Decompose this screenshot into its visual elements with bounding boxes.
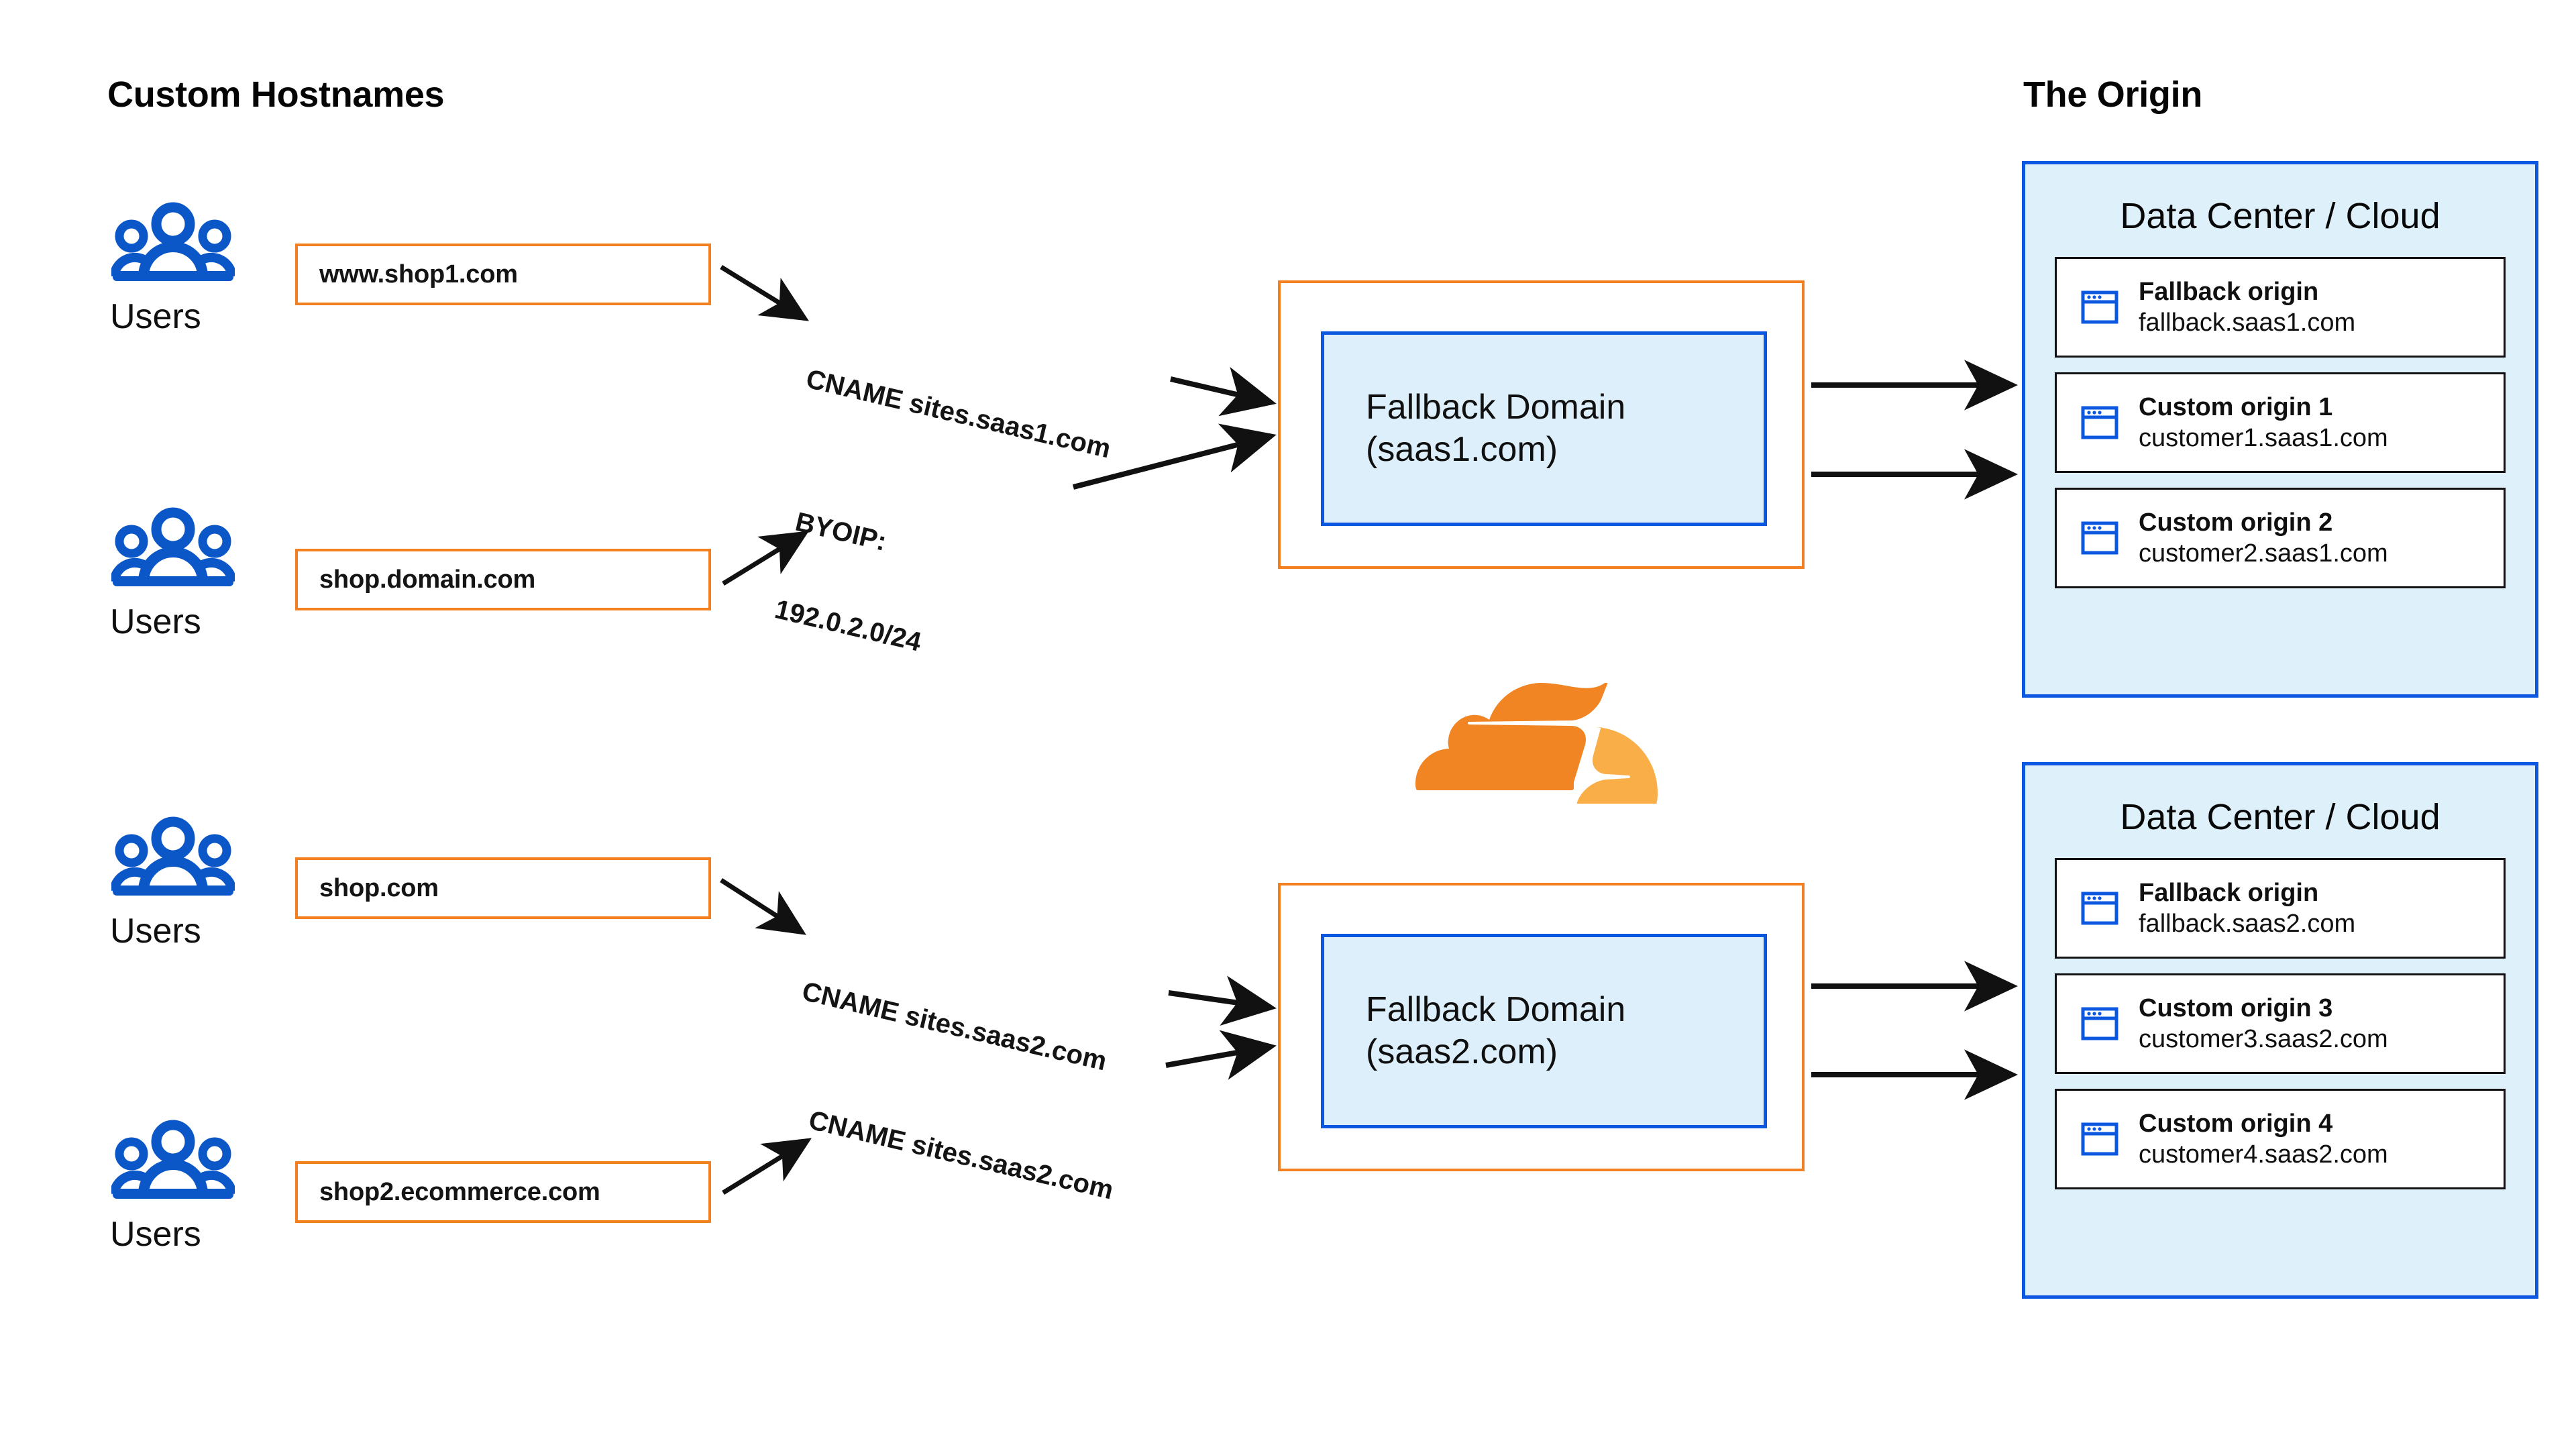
- origin-card-host: customer1.saas1.com: [2139, 424, 2388, 452]
- users-group: Users: [106, 816, 280, 951]
- origin-card[interactable]: Custom origin 1 customer1.saas1.com: [2055, 372, 2506, 473]
- users-group: Users: [106, 1119, 280, 1254]
- origin-panel-title: Data Center / Cloud: [2120, 196, 2440, 236]
- fallback-domain-box[interactable]: Fallback Domain (saas1.com): [1321, 331, 1767, 526]
- users-label: Users: [110, 1215, 201, 1254]
- origin-card[interactable]: Fallback origin fallback.saas1.com: [2055, 257, 2506, 358]
- connector-label-line: 192.0.2.0/24: [771, 594, 924, 657]
- users-icon: [111, 202, 235, 281]
- origin-card-text: Custom origin 2 customer2.saas1.com: [2139, 507, 2388, 570]
- fallback-domain-name: (saas2.com): [1366, 1032, 1558, 1071]
- users-icon: [111, 507, 235, 586]
- fallback-domain-container: Fallback Domain (saas2.com): [1278, 883, 1805, 1171]
- browser-window-icon: [2081, 521, 2118, 555]
- hostname-box[interactable]: shop.domain.com: [295, 549, 711, 610]
- users-group: Users: [106, 201, 280, 337]
- users-icon: [111, 816, 235, 896]
- hostname-box[interactable]: shop2.ecommerce.com: [295, 1161, 711, 1223]
- origin-card-name: Custom origin 3: [2139, 994, 2333, 1022]
- users-label: Users: [110, 602, 201, 641]
- browser-window-icon: [2081, 290, 2118, 324]
- origin-card-text: Custom origin 1 customer1.saas1.com: [2139, 392, 2388, 454]
- origin-card-name: Custom origin 2: [2139, 508, 2333, 537]
- origin-panel: Data Center / Cloud Fallback origin fall…: [2022, 762, 2538, 1299]
- origin-card-text: Fallback origin fallback.saas1.com: [2139, 276, 2355, 339]
- hostname-value: shop.com: [319, 873, 439, 902]
- fallback-domain-container: Fallback Domain (saas1.com): [1278, 280, 1805, 569]
- origin-card-host: customer3.saas2.com: [2139, 1025, 2388, 1053]
- origin-card-text: Fallback origin fallback.saas2.com: [2139, 877, 2355, 940]
- fallback-domain-title: Fallback Domain: [1366, 989, 1626, 1029]
- page-title-the-origin: The Origin: [2023, 74, 2203, 115]
- origin-card-text: Custom origin 4 customer4.saas2.com: [2139, 1108, 2388, 1171]
- browser-window-icon: [2081, 406, 2118, 439]
- fallback-domain-box[interactable]: Fallback Domain (saas2.com): [1321, 934, 1767, 1128]
- hostname-value: www.shop1.com: [319, 260, 518, 288]
- origin-panel: Data Center / Cloud Fallback origin fall…: [2022, 161, 2538, 698]
- connector-arrow-origin2: [1811, 961, 2018, 1100]
- origin-card[interactable]: Custom origin 2 customer2.saas1.com: [2055, 488, 2506, 588]
- origin-card-host: fallback.saas2.com: [2139, 910, 2356, 938]
- origin-card-name: Fallback origin: [2139, 878, 2319, 907]
- connector-label: BYOIP: 192.0.2.0/24: [758, 448, 958, 716]
- users-label: Users: [110, 912, 201, 951]
- hostname-box[interactable]: www.shop1.com: [295, 244, 711, 305]
- origin-card[interactable]: Custom origin 3 customer3.saas2.com: [2055, 973, 2506, 1074]
- connector-arrow-origin1: [1811, 360, 2018, 500]
- users-group: Users: [106, 506, 280, 642]
- browser-window-icon: [2081, 1122, 2118, 1156]
- origin-card-host: fallback.saas1.com: [2139, 309, 2356, 337]
- users-icon: [111, 1120, 235, 1199]
- origin-card-name: Custom origin 1: [2139, 392, 2333, 421]
- origin-card-name: Fallback origin: [2139, 277, 2319, 306]
- connector-label-line: BYOIP:: [792, 506, 890, 557]
- connector-label-line: CNAME sites.saas1.com: [803, 364, 1114, 464]
- origin-card-host: customer4.saas2.com: [2139, 1140, 2388, 1169]
- origin-card-host: customer2.saas1.com: [2139, 539, 2388, 568]
- hostname-box[interactable]: shop.com: [295, 857, 711, 919]
- fallback-domain-title: Fallback Domain: [1366, 387, 1626, 427]
- hostname-value: shop.domain.com: [319, 565, 536, 594]
- browser-window-icon: [2081, 892, 2118, 925]
- origin-panel-title: Data Center / Cloud: [2120, 797, 2440, 837]
- origin-card[interactable]: Custom origin 4 customer4.saas2.com: [2055, 1089, 2506, 1189]
- hostname-value: shop2.ecommerce.com: [319, 1177, 600, 1206]
- origin-card-name: Custom origin 4: [2139, 1109, 2333, 1138]
- fallback-domain-name: (saas1.com): [1366, 430, 1558, 469]
- cloudflare-logo: [1415, 683, 1658, 804]
- page-title-custom-hostnames: Custom Hostnames: [107, 74, 445, 115]
- origin-card-text: Custom origin 3 customer3.saas2.com: [2139, 993, 2388, 1055]
- browser-window-icon: [2081, 1007, 2118, 1040]
- origin-card[interactable]: Fallback origin fallback.saas2.com: [2055, 858, 2506, 959]
- connector-label-line: CNAME sites.saas2.com: [806, 1105, 1116, 1205]
- users-label: Users: [110, 297, 201, 336]
